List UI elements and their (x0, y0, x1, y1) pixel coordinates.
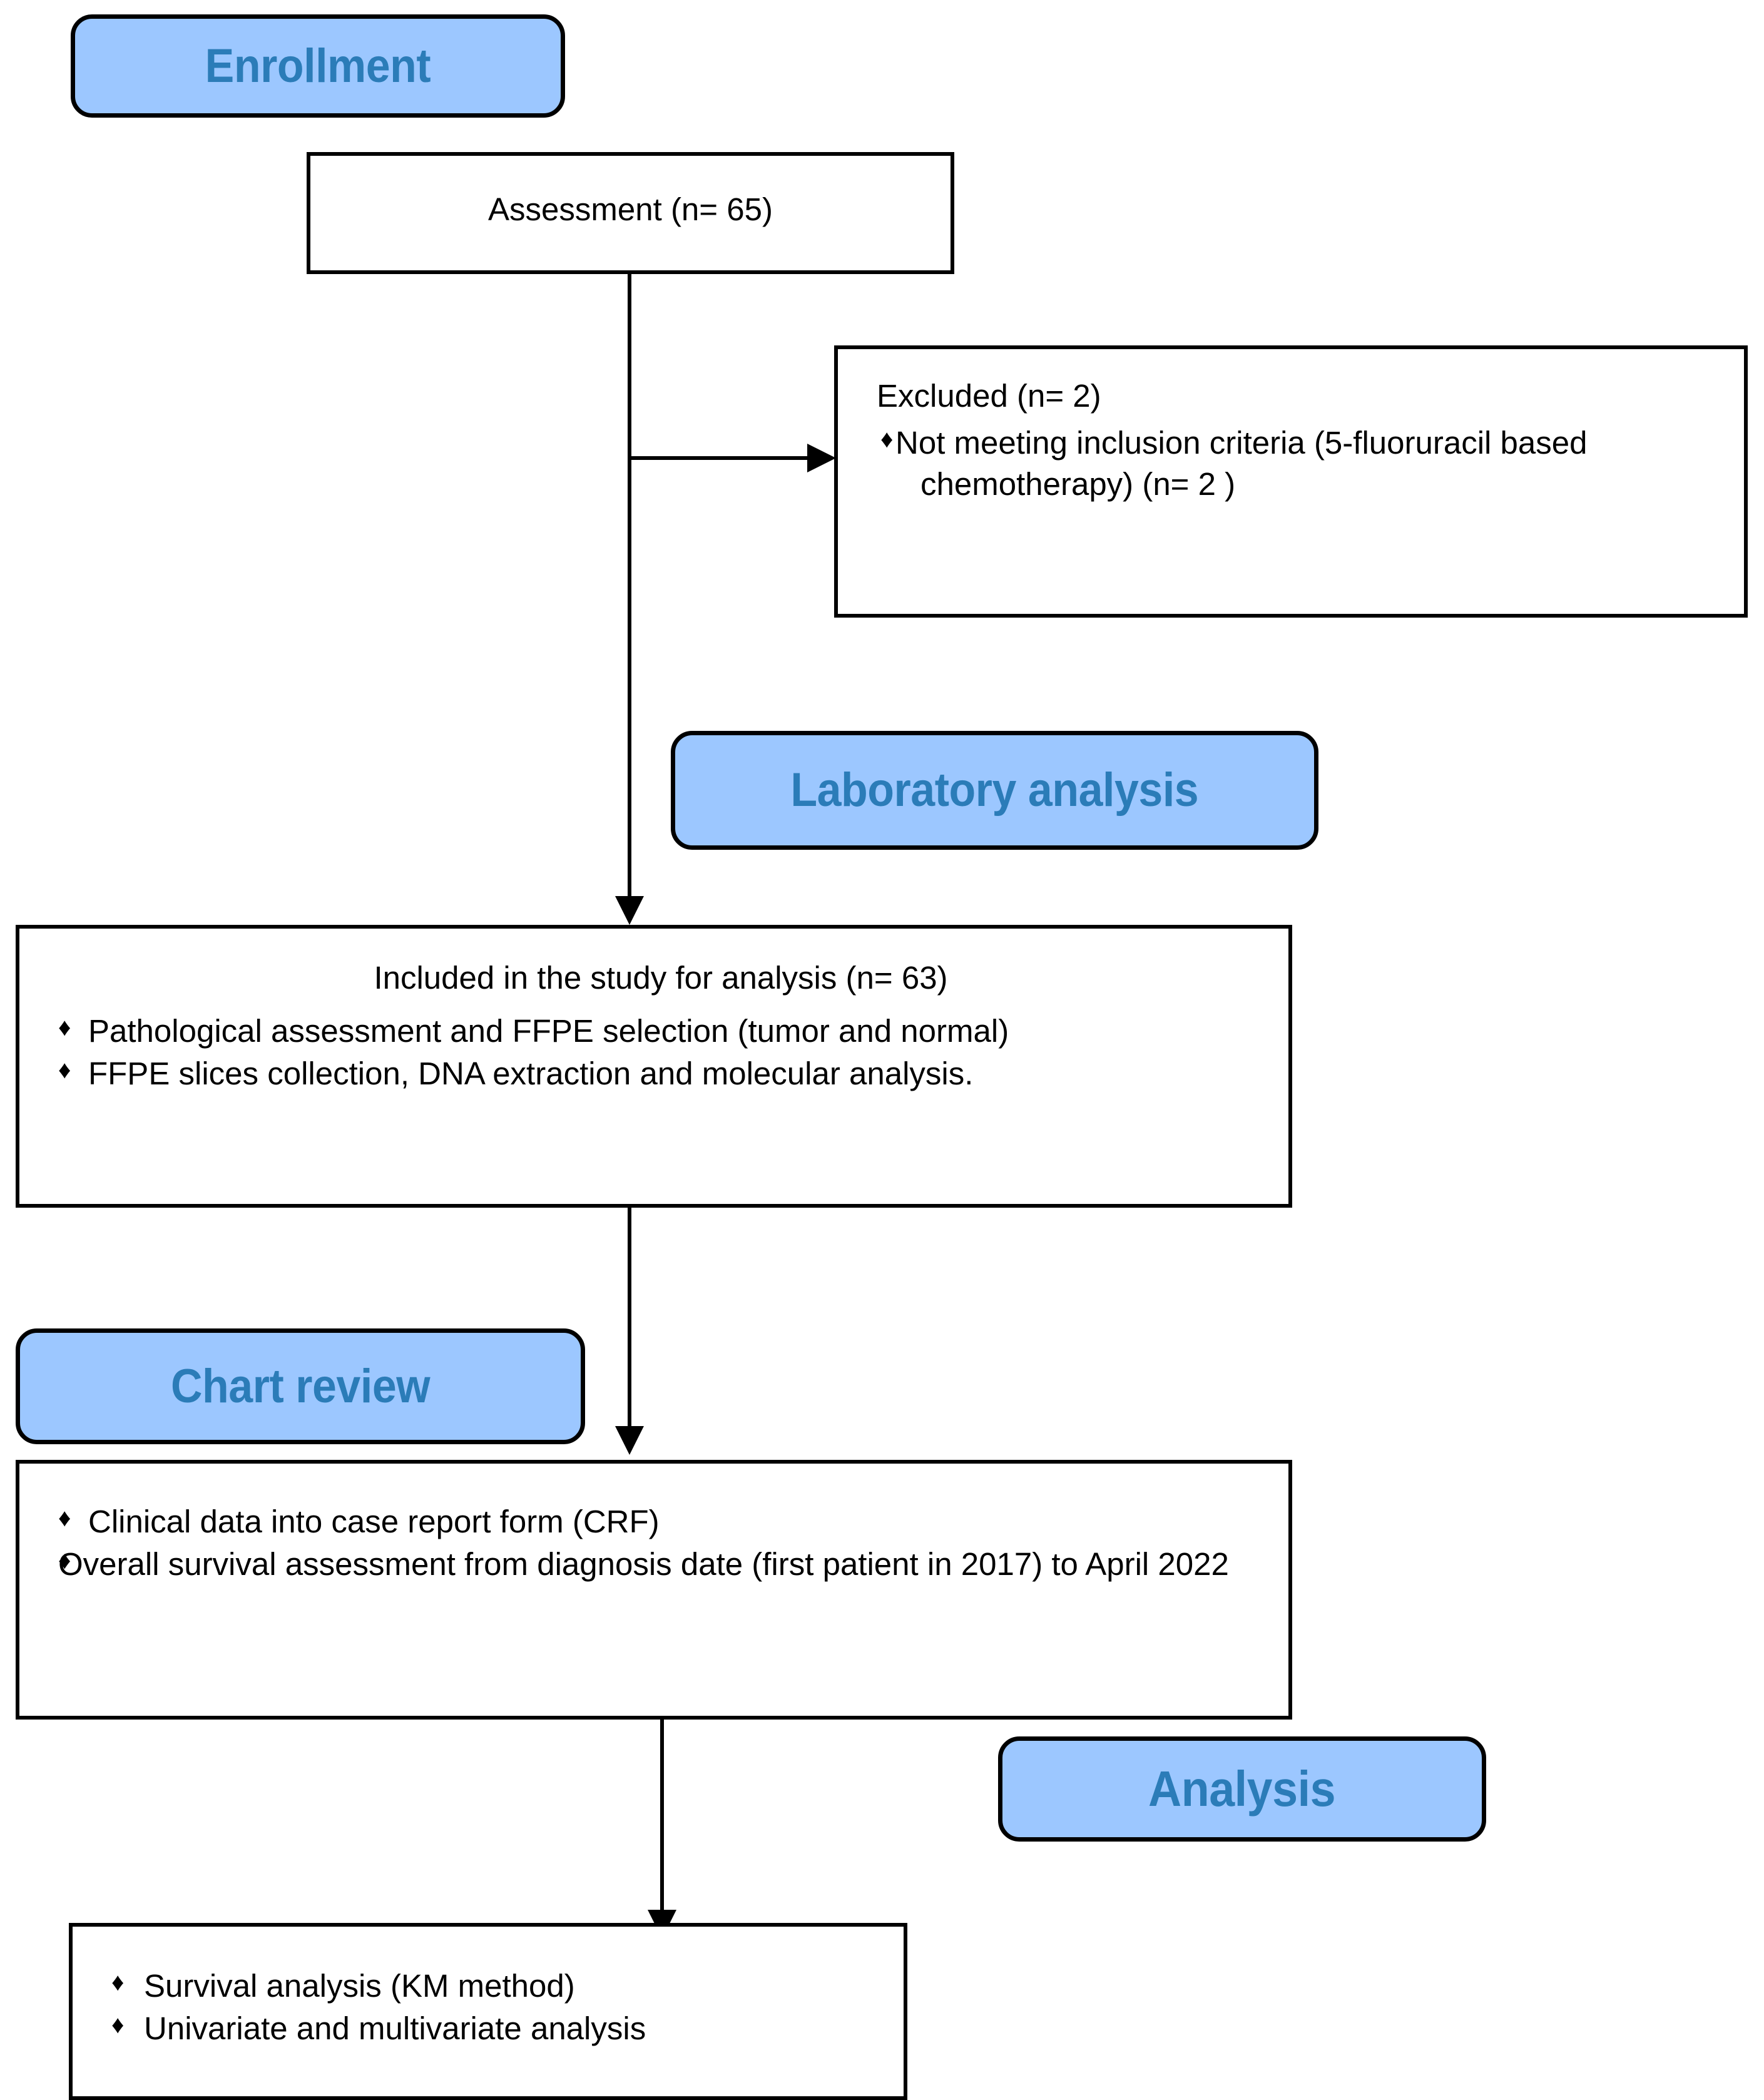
connector-chart-review-to-analysis-line (660, 1720, 664, 1914)
box-included-heading: Included in the study for analysis (n= 6… (374, 960, 948, 996)
box-included-content: Included in the study for analysis (n= 6… (58, 960, 1263, 1096)
diamond-bullet-icon: ♦ (58, 1014, 71, 1042)
box-assessment-text: Assessment (n= 65) (488, 191, 773, 227)
box-excluded-heading: Excluded (n= 2) (877, 378, 1101, 414)
box-chart-review-content: ♦ Clinical data into case report form (C… (58, 1501, 1263, 1587)
list-item: ♦ Univariate and multivariate analysis (111, 2008, 885, 2049)
list-item-text: Not meeting inclusion criteria (5-fluoru… (895, 425, 1588, 502)
box-chart-review: ♦ Clinical data into case report form (C… (16, 1460, 1292, 1720)
box-included: Included in the study for analysis (n= 6… (16, 925, 1292, 1208)
connector-excluded-line (628, 456, 815, 460)
box-chart-review-bullet-list: ♦ Clinical data into case report form (C… (58, 1501, 1263, 1586)
list-item: ♦ Pathological assessment and FFPE selec… (58, 1011, 1263, 1052)
stage-label-analysis: Analysis (998, 1736, 1486, 1842)
stage-label-enrollment: Enrollment (71, 14, 565, 118)
list-item: ♦ FFPE slices collection, DNA extraction… (58, 1053, 1263, 1094)
list-item: ♦ Survival analysis (KM method) (111, 1965, 885, 2007)
diamond-bullet-icon: ♦ (111, 2011, 125, 2039)
stage-label-chart-review-text: Chart review (170, 1359, 431, 1413)
box-included-bullet-list: ♦ Pathological assessment and FFPE selec… (58, 1011, 1263, 1095)
list-item-text: Overall survival assessment from diagnos… (58, 1546, 1229, 1583)
diamond-bullet-icon: ♦ (880, 426, 894, 454)
stage-label-enrollment-text: Enrollment (205, 39, 431, 93)
list-item-text: Univariate and multivariate analysis (144, 2011, 646, 2047)
diamond-bullet-icon: ♦ (58, 1056, 71, 1084)
connector-assessment-trunk (628, 274, 631, 900)
list-item-text: Survival analysis (KM method) (144, 1968, 575, 2004)
list-item: ♦ Clinical data into case report form (C… (58, 1501, 1263, 1542)
connector-assessment-arrowhead (615, 896, 644, 925)
diamond-bullet-icon: ♦ (111, 1969, 125, 1996)
stage-label-chart-review: Chart review (16, 1328, 585, 1444)
connector-excluded-arrowhead (807, 444, 836, 472)
connector-included-to-chart-review-line (628, 1208, 631, 1430)
list-item-text: Clinical data into case report form (CRF… (88, 1504, 660, 1539)
list-item-text: Pathological assessment and FFPE selecti… (88, 1013, 1009, 1049)
list-item: ♦ Not meeting inclusion criteria (5-fluo… (877, 422, 1725, 506)
diamond-bullet-icon: ♦ (58, 1504, 71, 1532)
stage-label-laboratory-analysis: Laboratory analysis (671, 731, 1318, 850)
box-excluded-content: Excluded (n= 2) ♦ Not meeting inclusion … (877, 378, 1725, 507)
box-analysis: ♦ Survival analysis (KM method) ♦ Univar… (69, 1923, 907, 2100)
stage-label-analysis-text: Analysis (1148, 1761, 1336, 1817)
list-item-text: FFPE slices collection, DNA extraction a… (88, 1056, 974, 1092)
connector-included-to-chart-review-arrowhead (615, 1426, 644, 1455)
box-excluded: Excluded (n= 2) ♦ Not meeting inclusion … (834, 345, 1748, 618)
box-excluded-bullet-list: ♦ Not meeting inclusion criteria (5-fluo… (877, 422, 1725, 506)
box-analysis-content: ♦ Survival analysis (KM method) ♦ Univar… (111, 1965, 885, 2051)
box-assessment: Assessment (n= 65) (307, 152, 954, 274)
stage-label-laboratory-analysis-text: Laboratory analysis (790, 763, 1199, 817)
box-analysis-bullet-list: ♦ Survival analysis (KM method) ♦ Univar… (111, 1965, 885, 2050)
diamond-bullet-icon: ♦ (58, 1547, 71, 1575)
list-item: ♦ Overall survival assessment from diagn… (58, 1544, 1263, 1585)
